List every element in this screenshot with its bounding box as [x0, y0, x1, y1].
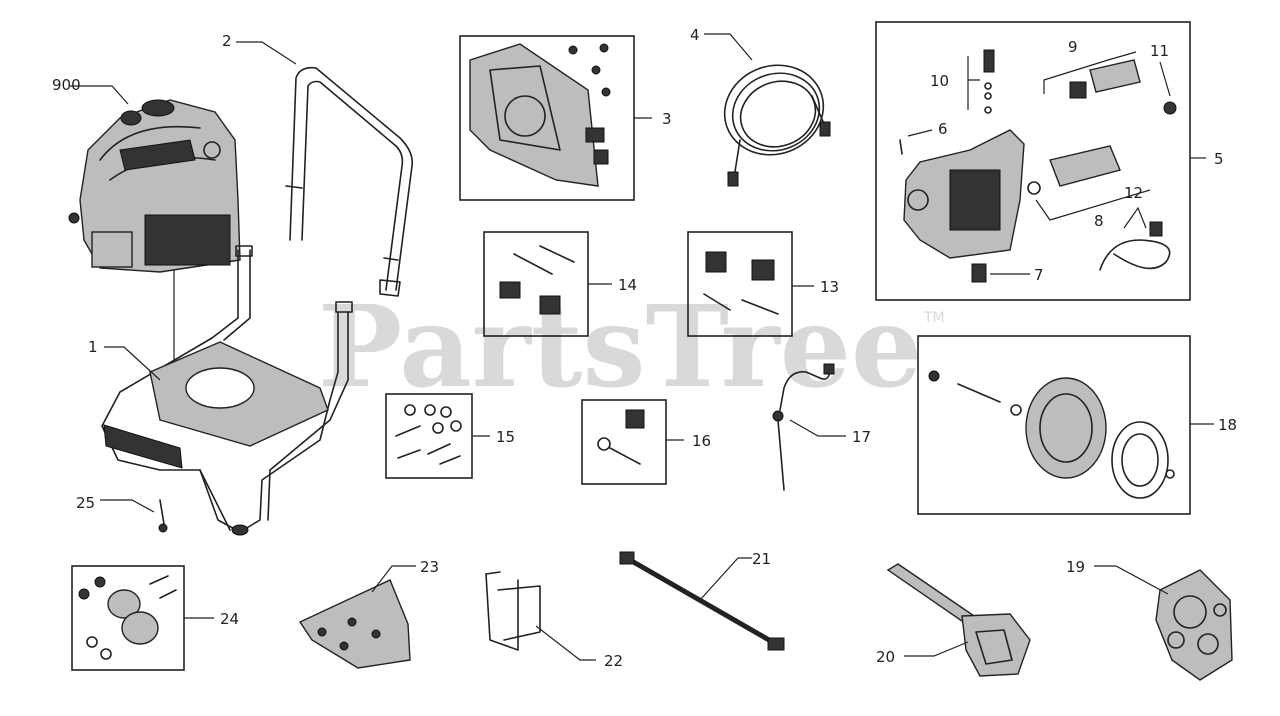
callout-900: 900	[52, 76, 81, 94]
part-14-hardware[interactable]	[499, 245, 575, 315]
part-8-manifold[interactable]	[1027, 145, 1121, 195]
part-25-screw[interactable]	[158, 499, 168, 533]
callout-6: 6	[938, 120, 948, 138]
part-11-nut[interactable]	[1163, 101, 1177, 115]
callout-17: 17	[852, 428, 871, 446]
part-18-wheel[interactable]	[928, 370, 1175, 499]
callout-7: 7	[1034, 266, 1044, 284]
callout-1: 1	[88, 338, 98, 356]
part-21-lance[interactable]	[619, 551, 785, 651]
callout-9: 9	[1068, 38, 1078, 56]
part-1-frame[interactable]	[101, 245, 353, 536]
part-2-handle[interactable]	[285, 66, 414, 297]
part-13-hardware[interactable]	[703, 251, 779, 315]
callout-20: 20	[876, 648, 895, 666]
callout-5: 5	[1214, 150, 1224, 168]
part-9-unloader[interactable]	[1069, 59, 1141, 99]
callout-24: 24	[220, 610, 239, 628]
part-15-hardware[interactable]	[395, 404, 462, 465]
part-19-holster[interactable]	[1155, 569, 1233, 681]
part-6-pin[interactable]	[899, 139, 903, 155]
part-13-box	[687, 231, 793, 337]
callout-21: 21	[752, 550, 771, 568]
callout-22: 22	[604, 652, 623, 670]
callout-4: 4	[690, 26, 700, 44]
part-7-valve[interactable]	[971, 263, 987, 283]
callout-14: 14	[618, 276, 637, 294]
callout-2: 2	[222, 32, 232, 50]
callout-18: 18	[1218, 416, 1237, 434]
part-20-gun[interactable]	[886, 563, 1031, 677]
part-17-cable[interactable]	[772, 363, 835, 491]
callout-10: 10	[930, 72, 949, 90]
part-5-box	[875, 21, 1191, 301]
callout-13: 13	[820, 278, 839, 296]
watermark-trademark: TM	[923, 310, 945, 326]
callout-16: 16	[692, 432, 711, 450]
part-23-bag[interactable]	[298, 579, 411, 669]
callout-11: 11	[1150, 42, 1169, 60]
callout-23: 23	[420, 558, 439, 576]
callout-12: 12	[1124, 184, 1143, 202]
part-900-engine[interactable]	[68, 99, 241, 273]
part-24-hardware[interactable]	[78, 575, 177, 660]
part-10-fitting[interactable]	[983, 49, 995, 114]
part-16-hardware[interactable]	[597, 409, 645, 465]
callout-25: 25	[76, 494, 95, 512]
part-3-panel[interactable]	[469, 43, 611, 187]
part-4-hose[interactable]	[712, 52, 836, 187]
callout-15: 15	[496, 428, 515, 446]
part-16-box	[581, 399, 667, 485]
part-22-holder[interactable]	[485, 571, 541, 651]
watermark-text: PartsTree	[318, 282, 922, 413]
callout-8: 8	[1094, 212, 1104, 230]
part-5-pump[interactable]	[903, 129, 1025, 259]
part-12-hose[interactable]	[1099, 221, 1171, 271]
callout-19: 19	[1066, 558, 1085, 576]
part-18-box	[917, 335, 1191, 515]
callout-3: 3	[662, 110, 672, 128]
